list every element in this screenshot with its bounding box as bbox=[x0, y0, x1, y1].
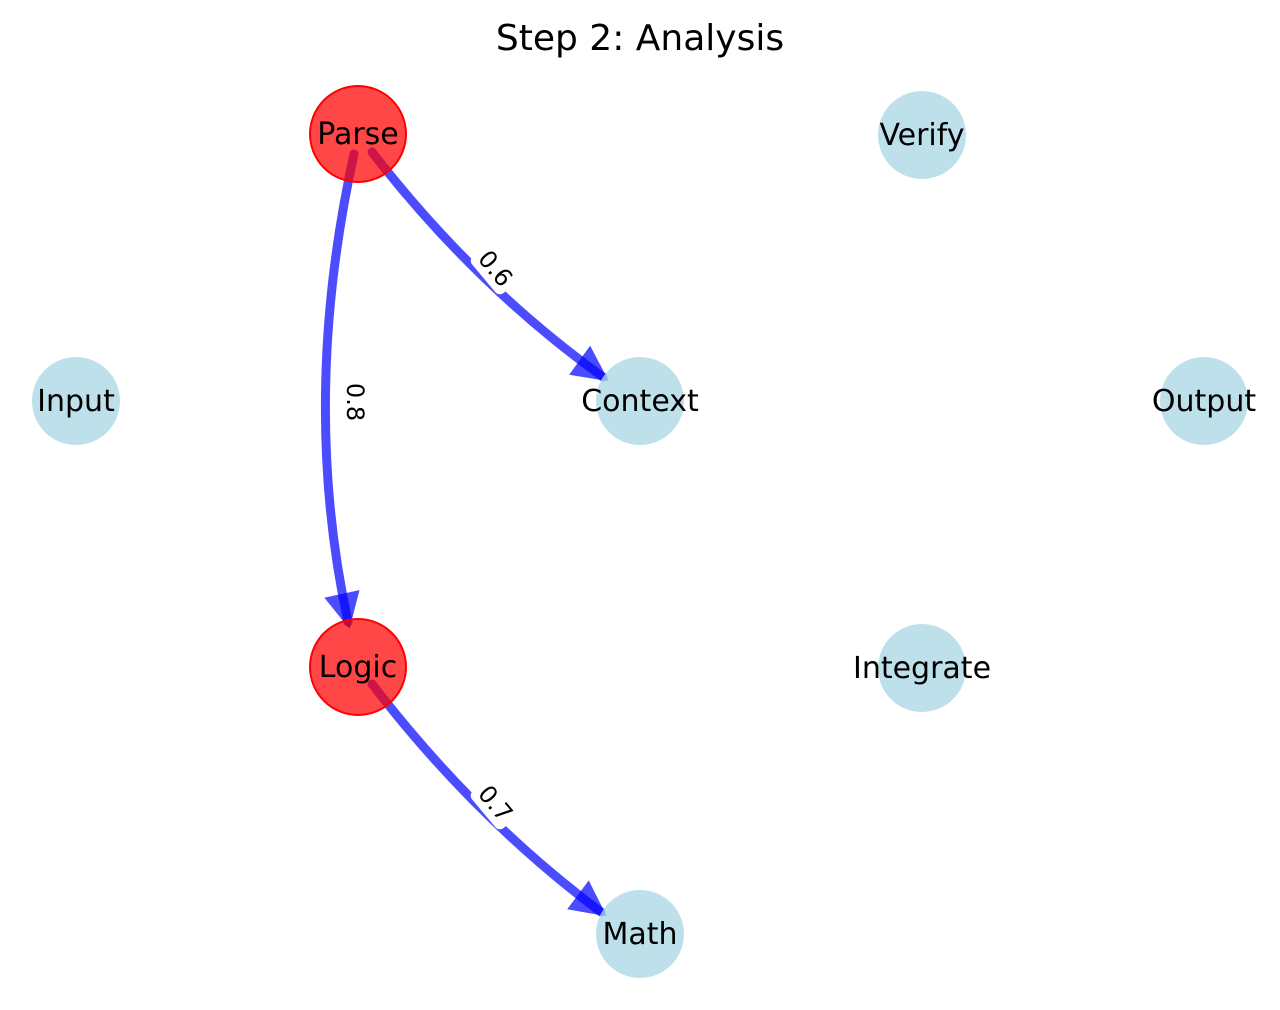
node-circle bbox=[596, 357, 684, 445]
node-math[interactable]: Math bbox=[596, 890, 684, 978]
edge-parse-context: 0.6 bbox=[367, 147, 609, 382]
node-logic[interactable]: Logic bbox=[309, 618, 407, 716]
node-circle bbox=[309, 85, 407, 183]
node-circle bbox=[878, 624, 966, 712]
node-input[interactable]: Input bbox=[32, 357, 120, 445]
node-circle bbox=[878, 91, 966, 179]
node-label: Integrate bbox=[853, 651, 991, 686]
node-circle bbox=[1160, 357, 1248, 445]
edge-label-bg bbox=[470, 776, 522, 830]
node-context[interactable]: Context bbox=[581, 357, 699, 445]
node-verify[interactable]: Verify bbox=[878, 91, 966, 179]
edge-label-bg bbox=[340, 378, 372, 426]
node-label: Output bbox=[1152, 384, 1256, 419]
edge-weight-label: 0.8 bbox=[341, 383, 369, 421]
node-output[interactable]: Output bbox=[1152, 357, 1256, 445]
node-circle bbox=[309, 618, 407, 716]
node-integrate[interactable]: Integrate bbox=[853, 624, 991, 712]
node-label: Input bbox=[37, 384, 115, 419]
node-label: Verify bbox=[879, 118, 964, 153]
edge-logic-math: 0.7 bbox=[367, 679, 607, 917]
node-parse[interactable]: Parse bbox=[309, 85, 407, 183]
node-circle bbox=[596, 890, 684, 978]
edge-line bbox=[320, 149, 360, 630]
node-label: Logic bbox=[319, 650, 397, 685]
node-label: Math bbox=[602, 917, 677, 952]
diagram-title: Step 2: Analysis bbox=[496, 18, 784, 59]
edge-label-bg bbox=[470, 241, 522, 295]
edge-parse-logic: 0.8 bbox=[320, 149, 372, 630]
node-circle bbox=[32, 357, 120, 445]
node-label: Parse bbox=[317, 117, 399, 152]
node-label: Context bbox=[581, 384, 699, 419]
